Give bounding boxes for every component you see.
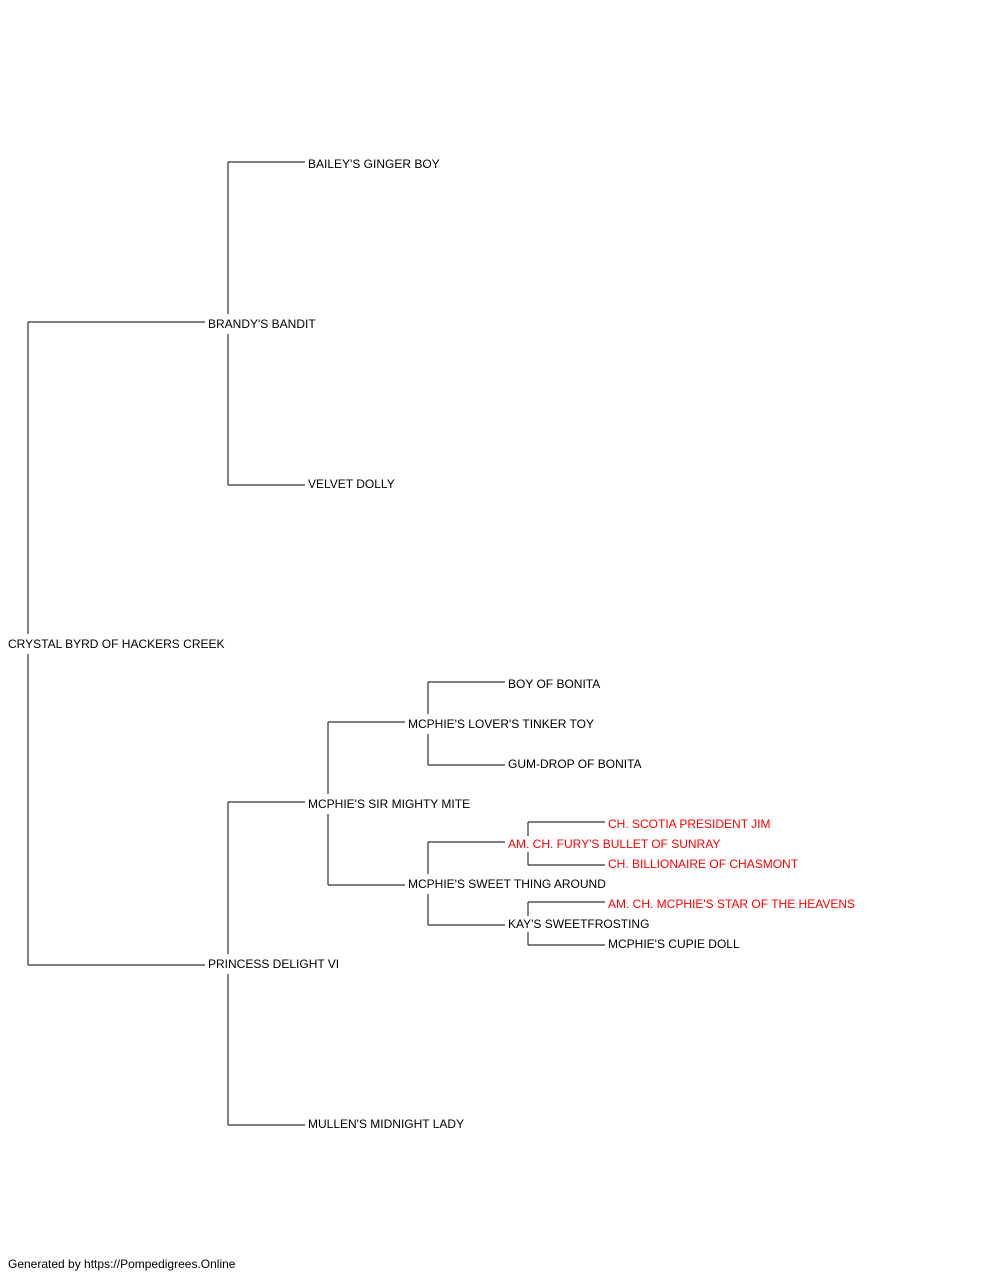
pedigree-node-dam: PRINCESS DELIGHT VI (208, 957, 342, 971)
pedigree-node-dam-sire-dam-sire: AM. CH. FURY'S BULLET OF SUNRAY (508, 837, 723, 851)
generated-by-footer: Generated by https://Pompedigrees.Online (8, 1257, 236, 1271)
pedigree-node-dam-sire-dam-dam-dam: MCPHIE'S CUPIE DOLL (608, 937, 742, 951)
pedigree-node-dam-sire-dam-dam-sire: AM. CH. MCPHIE'S STAR OF THE HEAVENS (608, 897, 857, 911)
pedigree-node-sire: BRANDY'S BANDIT (208, 317, 318, 331)
pedigree-node-dam-sire: MCPHIE'S SIR MIGHTY MITE (308, 797, 473, 811)
pedigree-node-dam-sire-sire-sire: BOY OF BONITA (508, 677, 603, 691)
pedigree-node-dam-sire-dam-sire-sire: CH. SCOTIA PRESIDENT JIM (608, 817, 773, 831)
pedigree-node-dam-sire-dam-sire-dam: CH. BILLIONAIRE OF CHASMONT (608, 857, 801, 871)
pedigree-node-sire-sire: BAILEY'S GINGER BOY (308, 157, 442, 171)
pedigree-node-dam-sire-dam: MCPHIE'S SWEET THING AROUND (408, 877, 608, 891)
pedigree-node-dam-dam: MULLEN'S MIDNIGHT LADY (308, 1117, 467, 1131)
pedigree-node-sire-dam: VELVET DOLLY (308, 477, 397, 491)
pedigree-node-subject: CRYSTAL BYRD OF HACKERS CREEK (8, 637, 227, 651)
pedigree-node-dam-sire-dam-dam: KAY'S SWEETFROSTING (508, 917, 652, 931)
pedigree-node-dam-sire-sire-dam: GUM-DROP OF BONITA (508, 757, 644, 771)
pedigree-node-dam-sire-sire: MCPHIE'S LOVER'S TINKER TOY (408, 717, 596, 731)
